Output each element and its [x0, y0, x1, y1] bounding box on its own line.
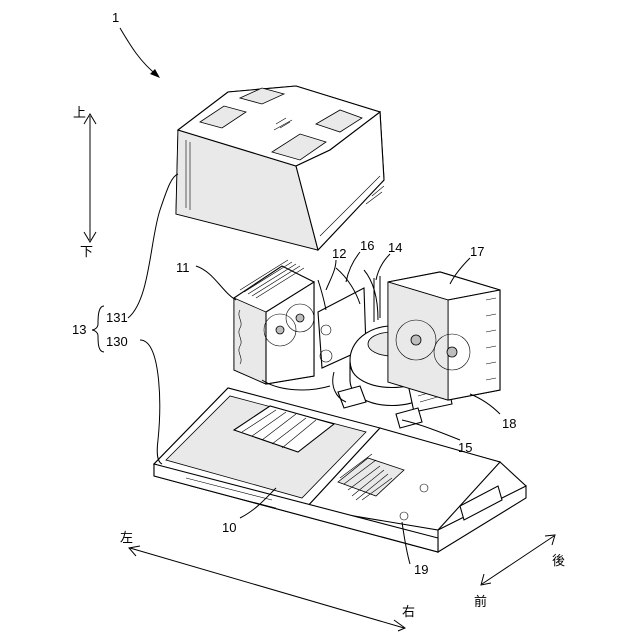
ref-label-15: 15 [458, 440, 472, 455]
left-right-arrow-shaft [130, 548, 404, 628]
direction-up: 上 [73, 106, 86, 121]
ref-label-16: 16 [360, 238, 374, 253]
evaporator-unit [374, 272, 500, 400]
direction-down: 下 [80, 245, 93, 260]
front-back-arrow-shaft [482, 536, 554, 584]
bracket-13 [92, 306, 104, 352]
ref-label-10: 10 [222, 520, 236, 535]
ref-label-131: 131 [106, 310, 128, 325]
front-back-indicator: 後 前 [474, 535, 565, 610]
direction-left: 左 [120, 531, 133, 546]
condenser-unit [234, 260, 330, 390]
direction-front: 前 [474, 594, 487, 610]
ref-label-18: 18 [502, 416, 516, 431]
ref-label-14: 14 [388, 240, 402, 255]
leader-line-1 [120, 28, 158, 76]
ref-label-1: 1 [112, 10, 119, 25]
left-right-indicator: 左 右 [120, 531, 415, 631]
ref-label-130: 130 [106, 334, 128, 349]
ref-label-11: 11 [176, 260, 190, 275]
ref-label-17: 17 [470, 244, 484, 259]
top-cover [176, 86, 384, 250]
ref-label-12: 12 [332, 246, 346, 261]
ref-label-19: 19 [414, 562, 428, 577]
label-1-group: 1 [112, 10, 160, 78]
up-down-indicator: 上 下 [73, 106, 96, 260]
base-tray [154, 388, 526, 552]
ref-label-13: 13 [72, 322, 86, 337]
direction-back: 後 [552, 554, 565, 569]
direction-right: 右 [402, 605, 415, 620]
left-arrowhead [129, 546, 140, 556]
